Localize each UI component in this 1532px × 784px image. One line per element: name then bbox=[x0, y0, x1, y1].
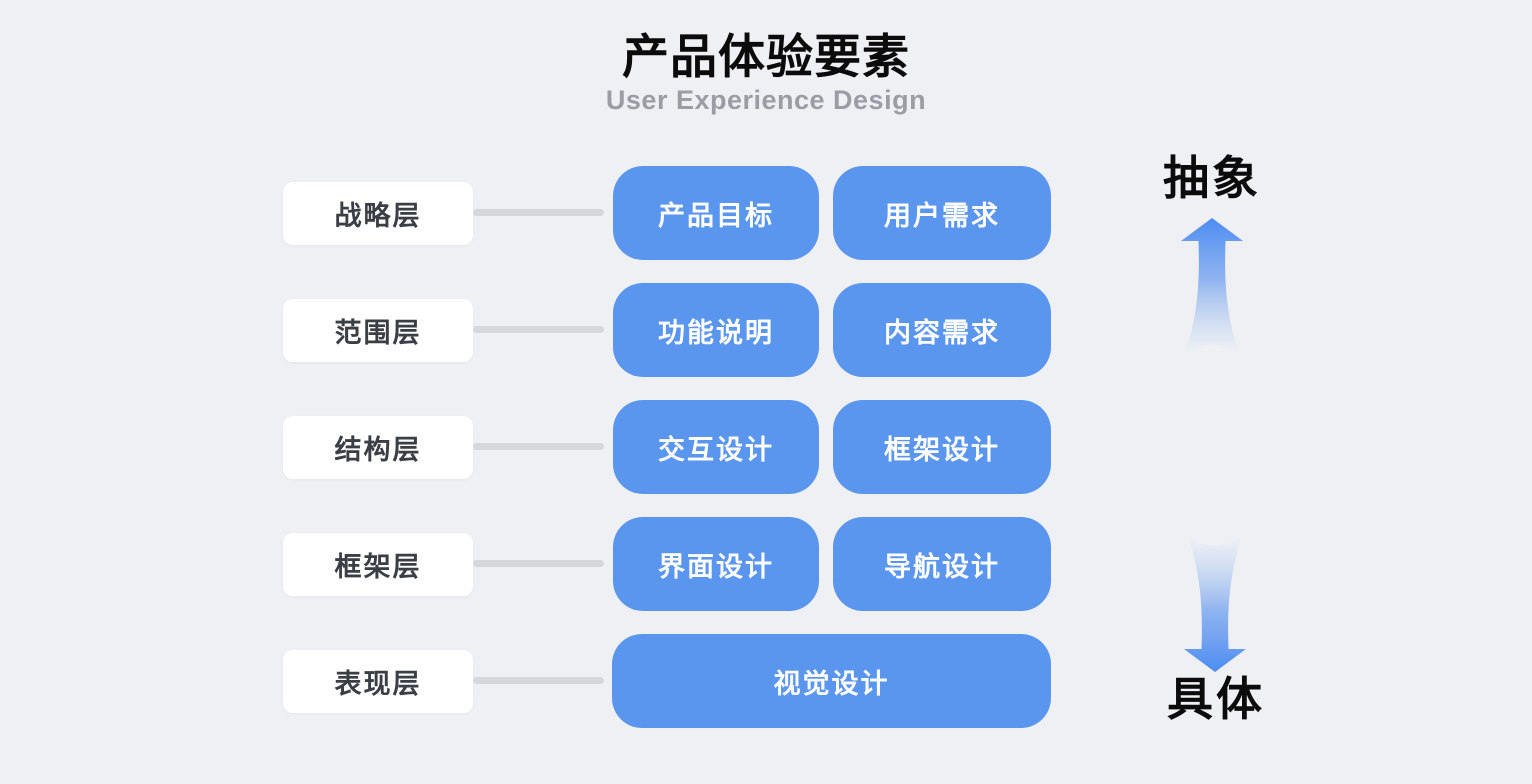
element-pill: 用户需求 bbox=[833, 166, 1051, 260]
element-pill: 交互设计 bbox=[613, 400, 819, 494]
page-subtitle: User Experience Design bbox=[605, 85, 927, 115]
layer-label: 范围层 bbox=[283, 299, 473, 362]
connector-line bbox=[473, 326, 604, 333]
layer-label: 框架层 bbox=[283, 533, 473, 596]
layer-row-skeleton: 框架层 界面设计 导航设计 bbox=[283, 517, 1053, 611]
element-pill: 导航设计 bbox=[833, 517, 1051, 611]
layer-row-strategy: 战略层 产品目标 用户需求 bbox=[283, 166, 1053, 260]
element-pill: 功能说明 bbox=[613, 283, 819, 377]
axis-label-abstract: 抽象 bbox=[1163, 152, 1261, 204]
layer-row-scope: 范围层 功能说明 内容需求 bbox=[283, 283, 1053, 377]
element-pill: 框架设计 bbox=[833, 400, 1051, 494]
layer-label: 结构层 bbox=[283, 416, 473, 479]
layer-label: 表现层 bbox=[283, 650, 473, 713]
element-pill: 界面设计 bbox=[613, 517, 819, 611]
layer-row-surface: 表现层 视觉设计 bbox=[283, 634, 1053, 728]
page-title: 产品体验要素 bbox=[622, 30, 910, 83]
arrow-down-icon bbox=[1184, 536, 1246, 672]
connector-line bbox=[473, 443, 604, 450]
connector-line bbox=[473, 209, 604, 216]
layer-label: 战略层 bbox=[283, 182, 473, 245]
connector-line bbox=[473, 677, 604, 684]
axis-label-concrete: 具体 bbox=[1167, 673, 1265, 725]
arrow-up-icon bbox=[1181, 218, 1243, 354]
element-pill: 视觉设计 bbox=[612, 634, 1051, 728]
element-pill: 产品目标 bbox=[613, 166, 819, 260]
element-pill: 内容需求 bbox=[833, 283, 1051, 377]
connector-line bbox=[473, 560, 604, 567]
layer-row-structure: 结构层 交互设计 框架设计 bbox=[283, 400, 1053, 494]
